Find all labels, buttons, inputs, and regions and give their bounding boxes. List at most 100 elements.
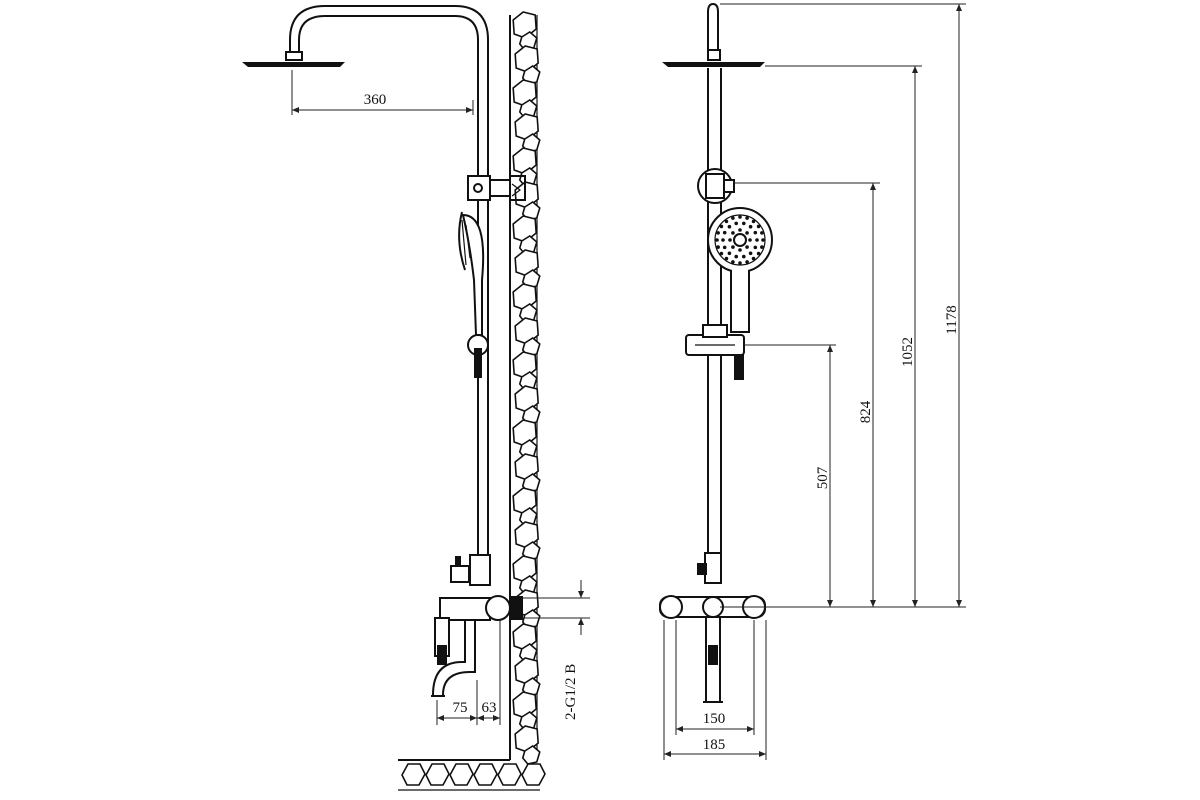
stone [449,763,474,786]
stone-floor [398,759,546,791]
diverter [450,554,491,586]
mixer-front [659,595,766,703]
dim-label-63: 63 [482,700,497,716]
dimension-arm: 360 [291,70,474,115]
nozzle [745,260,749,264]
stone [521,677,541,697]
stone [521,201,541,221]
stone [521,133,541,153]
nozzle [760,245,764,249]
dim-label-connection: 2-G1/2 B [563,664,579,720]
rain-shower-head-front [662,49,765,67]
mixer-body [431,595,523,697]
nozzle [724,219,729,224]
dim-label-507: 507 [815,466,831,489]
upper-bracket-front [697,168,735,204]
nozzle [756,251,761,256]
side-view: 360 [242,5,590,791]
nozzle [731,231,735,235]
stone [512,623,538,651]
nozzle [751,219,756,224]
diverter-front [697,552,722,584]
upper-wall-bracket [467,175,526,201]
nozzle [741,254,746,259]
nozzle [738,215,742,219]
nozzle [753,245,758,250]
nozzle [734,254,739,259]
nozzle [741,221,746,226]
stone [512,691,538,719]
dim-label-824: 824 [858,400,874,423]
nozzle [760,231,764,235]
dim-label-360: 360 [364,92,387,108]
stone [512,215,538,243]
nozzle [716,231,720,235]
nozzle [734,221,739,226]
stone [521,65,541,85]
dimension-heights: 507 824 1052 1178 [720,3,966,608]
overhead-arm [289,5,489,560]
stone [521,541,541,561]
nozzle [751,256,756,261]
nozzle [748,224,753,229]
dim-label-1178: 1178 [944,305,960,334]
stone [521,405,541,425]
nozzle [724,256,729,261]
stone [521,337,541,357]
stone [512,419,538,447]
nozzle [748,238,752,242]
front-view: 150 185 507 824 1052 1178 [659,2,966,760]
stone [473,763,498,786]
rain-shower-head [242,51,345,67]
nozzle [731,245,735,249]
stone [521,473,541,493]
nozzle [727,224,732,229]
riser-pipe [707,2,722,555]
stone [521,269,541,289]
nozzle [731,260,735,264]
stone-wall [509,11,541,765]
stone [521,609,541,629]
nozzle [719,251,724,256]
stone [521,745,541,765]
stone [512,11,538,39]
stone [512,147,538,175]
nozzle [745,216,749,220]
stone [401,763,426,786]
nozzle [722,230,727,235]
dimension-spout: 75 63 [436,620,501,725]
nozzle [738,261,742,265]
dim-label-185: 185 [703,737,726,753]
hand-shower-front [707,207,773,380]
nozzle [745,245,749,249]
nozzle [738,228,742,232]
dim-label-150: 150 [703,711,726,727]
dim-label-1052: 1052 [900,337,916,367]
nozzle [761,238,765,242]
nozzle [722,245,727,250]
dimension-mixer: 150 185 [663,620,767,760]
nozzle [731,216,735,220]
stone [521,763,546,786]
nozzle [728,238,732,242]
nozzle [719,224,724,229]
nozzle [721,238,725,242]
nozzle [753,230,758,235]
nozzle [716,245,720,249]
dimension-connection: 2-G1/2 B [523,580,590,720]
stone [497,763,522,786]
stone [512,79,538,107]
stone [425,763,450,786]
nozzle [748,251,753,256]
stone [512,283,538,311]
nozzle [756,224,761,229]
hand-shower [458,211,489,378]
nozzle [715,238,719,242]
nozzle [727,251,732,256]
stone [512,555,538,583]
dim-label-75: 75 [453,700,468,716]
nozzle [745,231,749,235]
stone [512,351,538,379]
nozzle [755,238,759,242]
